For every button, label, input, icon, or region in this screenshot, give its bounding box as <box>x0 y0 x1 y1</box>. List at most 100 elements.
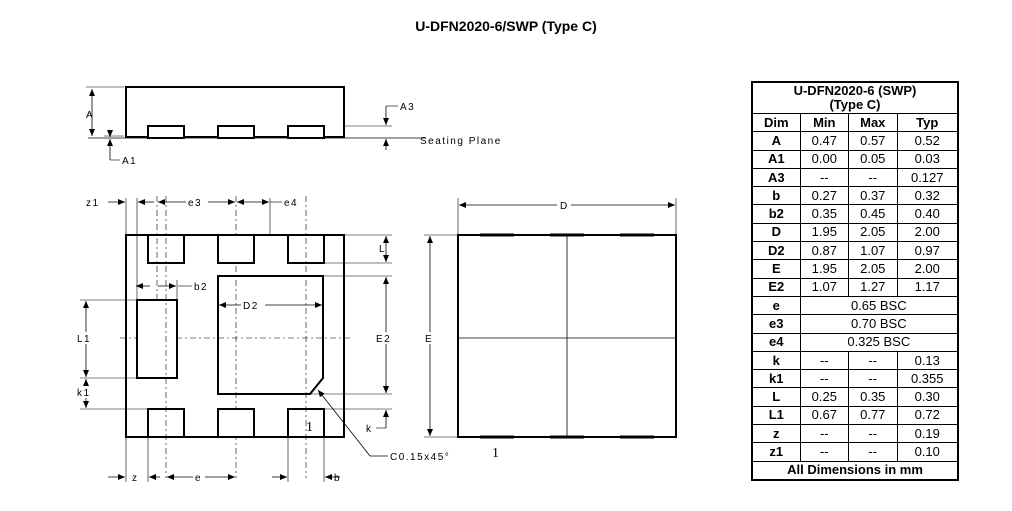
bottom-view: 1 z1 e3 e4 b2 D2 L <box>76 196 450 484</box>
value-cell: 1.07 <box>848 241 898 261</box>
value-cell: 0.45 <box>848 204 898 224</box>
value-cell: 0.13 <box>896 350 959 371</box>
dim-cell: b2 <box>751 204 801 224</box>
table-row: z1----0.10 <box>751 442 959 462</box>
side-view: Seating Plane A A1 A3 <box>86 86 502 167</box>
value-cell: 0.72 <box>896 405 959 426</box>
value-cell: 1.27 <box>848 277 898 297</box>
value-cell: 0.10 <box>896 442 959 462</box>
value-cell: 0.19 <box>896 424 959 444</box>
value-cell: 0.67 <box>799 405 850 426</box>
value-cell: 0.30 <box>896 387 959 407</box>
dim-e-total-label: E <box>425 334 432 345</box>
value-cell: 2.00 <box>896 222 959 243</box>
dim-d-label: D <box>560 201 567 212</box>
table-title-row: U-DFN2020-6 (SWP) (Type C) <box>751 81 959 114</box>
value-cell: 2.05 <box>848 222 898 243</box>
value-cell: -- <box>848 350 898 371</box>
value-cell: 0.77 <box>848 405 898 426</box>
value-cell: 0.47 <box>799 131 850 151</box>
pin1-marker-bottom-view: 1 <box>306 420 313 435</box>
dim-cell: A <box>751 131 801 151</box>
dim-cell: e4 <box>751 332 801 352</box>
dim-cell: D2 <box>751 241 801 261</box>
table-row: k1----0.355 <box>751 369 959 389</box>
value-cell: -- <box>848 442 898 462</box>
dim-a1-label: A1 <box>122 156 137 167</box>
value-cell: 0.35 <box>848 387 898 407</box>
value-cell: 2.00 <box>896 259 959 279</box>
dim-cell: A1 <box>751 149 801 169</box>
dim-cell: b <box>751 186 801 206</box>
dim-b2-label: b2 <box>194 282 208 293</box>
value-cell: 0.70 BSC <box>799 314 959 334</box>
value-cell: 1.95 <box>799 222 850 243</box>
value-cell: -- <box>799 369 850 389</box>
terminal-pad <box>217 234 255 264</box>
value-cell: -- <box>799 442 850 462</box>
seating-plane-label: Seating Plane <box>420 136 502 147</box>
value-cell: 1.17 <box>896 277 959 297</box>
dim-cell: A3 <box>751 167 801 188</box>
side-view-pad <box>147 125 185 139</box>
column-header: Typ <box>896 112 959 133</box>
dim-k1-label: k1 <box>77 388 91 399</box>
value-cell: 0.65 BSC <box>799 295 959 316</box>
dim-cell: z <box>751 424 801 444</box>
dim-cell: k1 <box>751 369 801 389</box>
dimensions-table: U-DFN2020-6 (SWP) (Type C) Dim Min Max T… <box>751 81 959 481</box>
dim-cell: D <box>751 222 801 243</box>
side-pad <box>136 299 178 379</box>
dim-e3-label: e3 <box>188 198 202 209</box>
dim-k-label: k <box>366 424 372 435</box>
dim-a-label: A <box>86 110 93 121</box>
dim-cell: E2 <box>751 277 801 297</box>
side-view-pad <box>287 125 325 139</box>
dim-a3-label: A3 <box>400 102 415 113</box>
value-cell: 0.35 <box>799 204 850 224</box>
value-cell: -- <box>848 167 898 188</box>
column-header: Max <box>848 112 898 133</box>
table-footer: All Dimensions in mm <box>751 460 959 481</box>
value-cell: 0.325 BSC <box>799 332 959 352</box>
chamfer-label: C0.15x45° <box>390 452 450 463</box>
value-cell: -- <box>799 350 850 371</box>
value-cell: 0.37 <box>848 186 898 206</box>
value-cell: 0.27 <box>799 186 850 206</box>
dim-cell: L <box>751 387 801 407</box>
dim-cell: z1 <box>751 442 801 462</box>
table-footer-row: All Dimensions in mm <box>751 460 959 481</box>
chamfer-leader <box>317 389 371 457</box>
dim-cell: E <box>751 259 801 279</box>
value-cell: 0.25 <box>799 387 850 407</box>
table-title: U-DFN2020-6 (SWP) (Type C) <box>751 81 959 114</box>
table-row: z----0.19 <box>751 424 959 444</box>
dim-cell: e <box>751 295 801 316</box>
dim-e-label: e <box>195 473 201 484</box>
dim-z1-label: z1 <box>86 198 100 209</box>
dim-z-label: z <box>132 473 137 484</box>
terminal-pad <box>217 408 255 438</box>
dim-e4-label: e4 <box>284 198 298 209</box>
value-cell: 0.32 <box>896 186 959 206</box>
value-cell: -- <box>799 424 850 444</box>
value-cell: 0.03 <box>896 149 959 169</box>
table-row: A3----0.127 <box>751 167 959 188</box>
dim-cell: e3 <box>751 314 801 334</box>
dim-e2-label: E2 <box>376 334 391 345</box>
value-cell: 0.87 <box>799 241 850 261</box>
page-title: U-DFN2020-6/SWP (Type C) <box>415 18 597 34</box>
value-cell: 0.97 <box>896 241 959 261</box>
